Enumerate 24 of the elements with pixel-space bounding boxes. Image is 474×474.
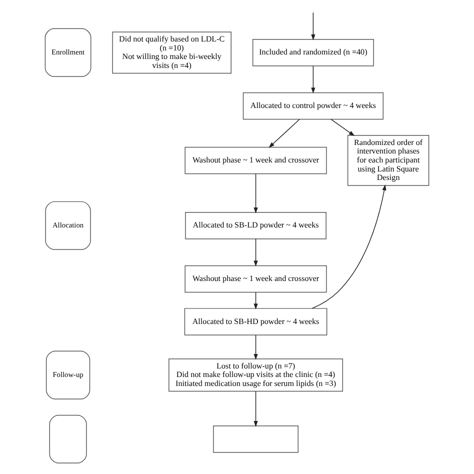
node-box: Washout phase ~ 1 week and crossover — [184, 264, 327, 292]
node-box: Did not qualify based on LDL-C (n =10) Not willing to make bi-weekly visits (n =4) — [112, 31, 232, 74]
arrow — [268, 118, 300, 148]
node-box: Follow-up — [46, 350, 90, 399]
node-box: Randomized order of intervention phases for each participant using Latin Square Design — [347, 134, 430, 186]
node-box: Included and randomized (n =40) — [252, 38, 374, 66]
node-box — [213, 425, 298, 452]
arrow — [254, 291, 258, 310]
arrow — [254, 238, 258, 266]
arrow — [254, 390, 258, 426]
node-box: Allocation — [45, 200, 91, 250]
node-box: Enrollment — [44, 28, 92, 76]
node-box: Washout phase ~ 1 week and crossover — [184, 146, 327, 174]
node-box: Allocated to control powder ~ 4 weeks — [242, 92, 384, 120]
arrow — [254, 172, 258, 213]
node-box: Allocated to SB-HD powder ~ 4 weeks — [184, 308, 328, 335]
node-box: Allocated to SB-LD powder ~ 4 weeks — [185, 212, 326, 239]
arrow — [254, 334, 258, 360]
arrow — [311, 65, 316, 94]
node-box: Lost to follow-up (n =7) Did not make follow-up visits at the clinic (n =4) Initiated medication usage for serum lipids (n =3) — [168, 358, 344, 392]
arrow — [330, 118, 355, 136]
arrow — [311, 12, 316, 40]
node-box — [49, 414, 87, 463]
arrow — [312, 184, 386, 308]
